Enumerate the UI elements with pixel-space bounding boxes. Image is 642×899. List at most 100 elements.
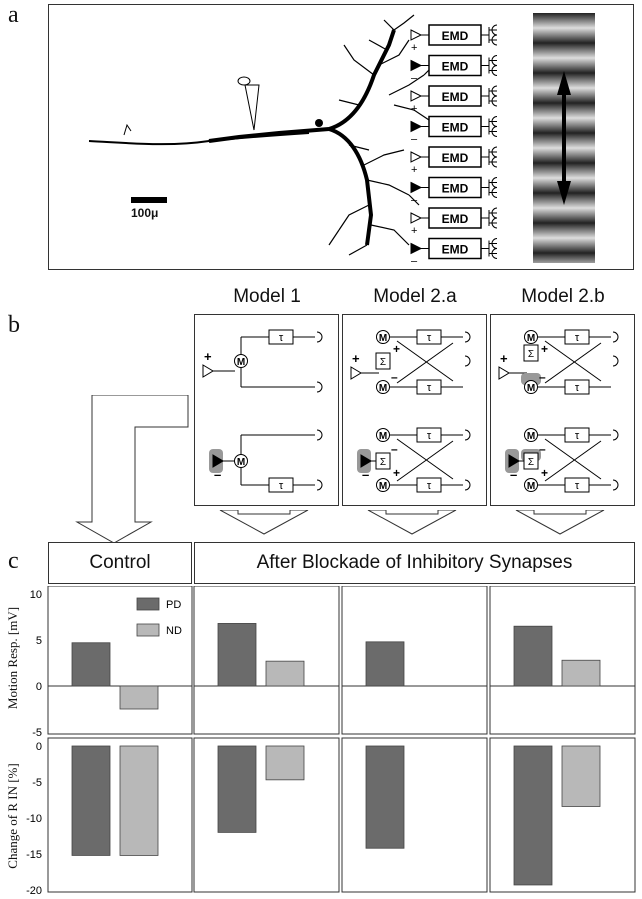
sum-label: Σ bbox=[528, 457, 534, 468]
y-tick-label: -5 bbox=[32, 727, 42, 739]
svg-text:–: – bbox=[539, 370, 546, 384]
emd-array: EMD+EMD–EMD+EMD–EMD+EMD–EMD+EMD– bbox=[409, 19, 519, 269]
bar-nd bbox=[561, 745, 601, 807]
moving-grating bbox=[533, 13, 595, 263]
bar-pd bbox=[217, 745, 257, 833]
delay-label: τ bbox=[575, 480, 580, 492]
model-2b-title: Model 2.b bbox=[521, 286, 605, 307]
emd-unit: EMD + bbox=[410, 85, 498, 115]
delay-box bbox=[564, 477, 590, 493]
bar-pd bbox=[365, 745, 405, 849]
legend-swatch bbox=[136, 623, 160, 637]
delay-label: τ bbox=[279, 332, 284, 344]
y-tick-label: -15 bbox=[26, 849, 42, 861]
delay-label: τ bbox=[279, 480, 284, 492]
bar-nd bbox=[265, 745, 305, 781]
scale-bar-label: 100μ bbox=[131, 206, 159, 220]
multiplier-label: M bbox=[527, 383, 535, 394]
emd-unit: EMD+ bbox=[410, 24, 498, 54]
delay-box bbox=[268, 329, 294, 345]
legend-swatch bbox=[136, 597, 160, 611]
emd-label: EMD bbox=[442, 60, 469, 74]
emd-unit: EMD– bbox=[410, 237, 498, 268]
emd-sign: – bbox=[411, 73, 418, 85]
emd-sign: + bbox=[411, 164, 417, 176]
delay-label: τ bbox=[575, 382, 580, 394]
multiplier-label: M bbox=[527, 333, 535, 344]
y-tick-label: 0 bbox=[36, 681, 42, 693]
sum-label: Σ bbox=[380, 357, 386, 368]
chart-frame bbox=[341, 737, 488, 893]
sum-box bbox=[523, 452, 539, 470]
input-sign: – bbox=[510, 467, 517, 482]
y-tick-label: -20 bbox=[26, 885, 42, 897]
delay-label: τ bbox=[427, 430, 432, 442]
bar-nd bbox=[119, 745, 159, 856]
emd-label: EMD bbox=[442, 243, 469, 257]
delay-box bbox=[268, 477, 294, 493]
photoreceptor-input bbox=[350, 366, 362, 380]
delay-box bbox=[416, 379, 442, 395]
emd-label: EMD bbox=[442, 121, 469, 135]
blockade-header: After Blockade of Inhibitory Synapses bbox=[194, 542, 635, 584]
blocked-highlight bbox=[521, 373, 541, 385]
photoreceptor-input bbox=[360, 454, 372, 468]
svg-text:–: – bbox=[391, 370, 398, 384]
multiplier-label: M bbox=[379, 383, 387, 394]
y-tick-label: -10 bbox=[26, 813, 42, 825]
svg-text:–: – bbox=[539, 442, 546, 456]
chart-frame bbox=[341, 586, 488, 735]
input-sign: + bbox=[500, 351, 508, 366]
emd-unit: EMD – bbox=[410, 176, 498, 207]
svg-text:+: + bbox=[393, 342, 400, 356]
emd-sign: + bbox=[411, 225, 417, 237]
svg-text:+: + bbox=[393, 466, 400, 480]
bar-nd bbox=[561, 659, 601, 687]
delay-box bbox=[416, 427, 442, 443]
emd-sign: + bbox=[411, 103, 417, 115]
y-tick-label: 5 bbox=[36, 635, 42, 647]
chart-frame bbox=[193, 586, 340, 735]
model-2a-title: Model 2.a bbox=[373, 286, 457, 307]
emd-sign: – bbox=[411, 195, 418, 207]
emd-label: EMD bbox=[442, 29, 469, 43]
panel-label-b: b bbox=[8, 312, 20, 338]
emd-unit: EMD + bbox=[410, 146, 498, 176]
delay-box bbox=[416, 477, 442, 493]
bar-nd bbox=[119, 685, 159, 710]
input-sign: – bbox=[362, 467, 369, 482]
legend-label: PD bbox=[166, 599, 181, 611]
delay-label: τ bbox=[427, 382, 432, 394]
emd-label: EMD bbox=[442, 90, 469, 104]
sum-box bbox=[375, 452, 391, 470]
sum-label: Σ bbox=[528, 349, 534, 360]
bar-pd bbox=[513, 625, 553, 687]
emd-unit: EMD – bbox=[410, 115, 498, 146]
svg-text:+: + bbox=[541, 466, 548, 480]
photoreceptor-input bbox=[212, 454, 224, 468]
photoreceptor-input bbox=[508, 454, 520, 468]
flow-arrows bbox=[75, 395, 189, 544]
emd-label: EMD bbox=[442, 151, 469, 165]
emd-sign: – bbox=[411, 134, 418, 146]
emd-unit: EMD+ bbox=[410, 207, 498, 237]
delay-label: τ bbox=[427, 480, 432, 492]
panel-a-frame: 100μ EMD+EMD–EMD+EMD–EMD+EMD–EMD+EMD– bbox=[48, 4, 634, 270]
multiplier-label: M bbox=[527, 481, 535, 492]
delay-label: τ bbox=[575, 430, 580, 442]
y-tick-label: 0 bbox=[36, 741, 42, 753]
emd-unit: EMD – bbox=[410, 54, 498, 85]
multiplier-label: M bbox=[527, 431, 535, 442]
delay-label: τ bbox=[575, 332, 580, 344]
sum-label: Σ bbox=[380, 457, 386, 468]
sum-box bbox=[375, 352, 391, 370]
delay-box bbox=[564, 427, 590, 443]
emd-label: EMD bbox=[442, 182, 469, 196]
multiplier-label: M bbox=[237, 357, 245, 368]
model-arrows bbox=[219, 510, 605, 535]
panel-label-c: c bbox=[8, 548, 19, 574]
control-header: Control bbox=[48, 542, 192, 584]
